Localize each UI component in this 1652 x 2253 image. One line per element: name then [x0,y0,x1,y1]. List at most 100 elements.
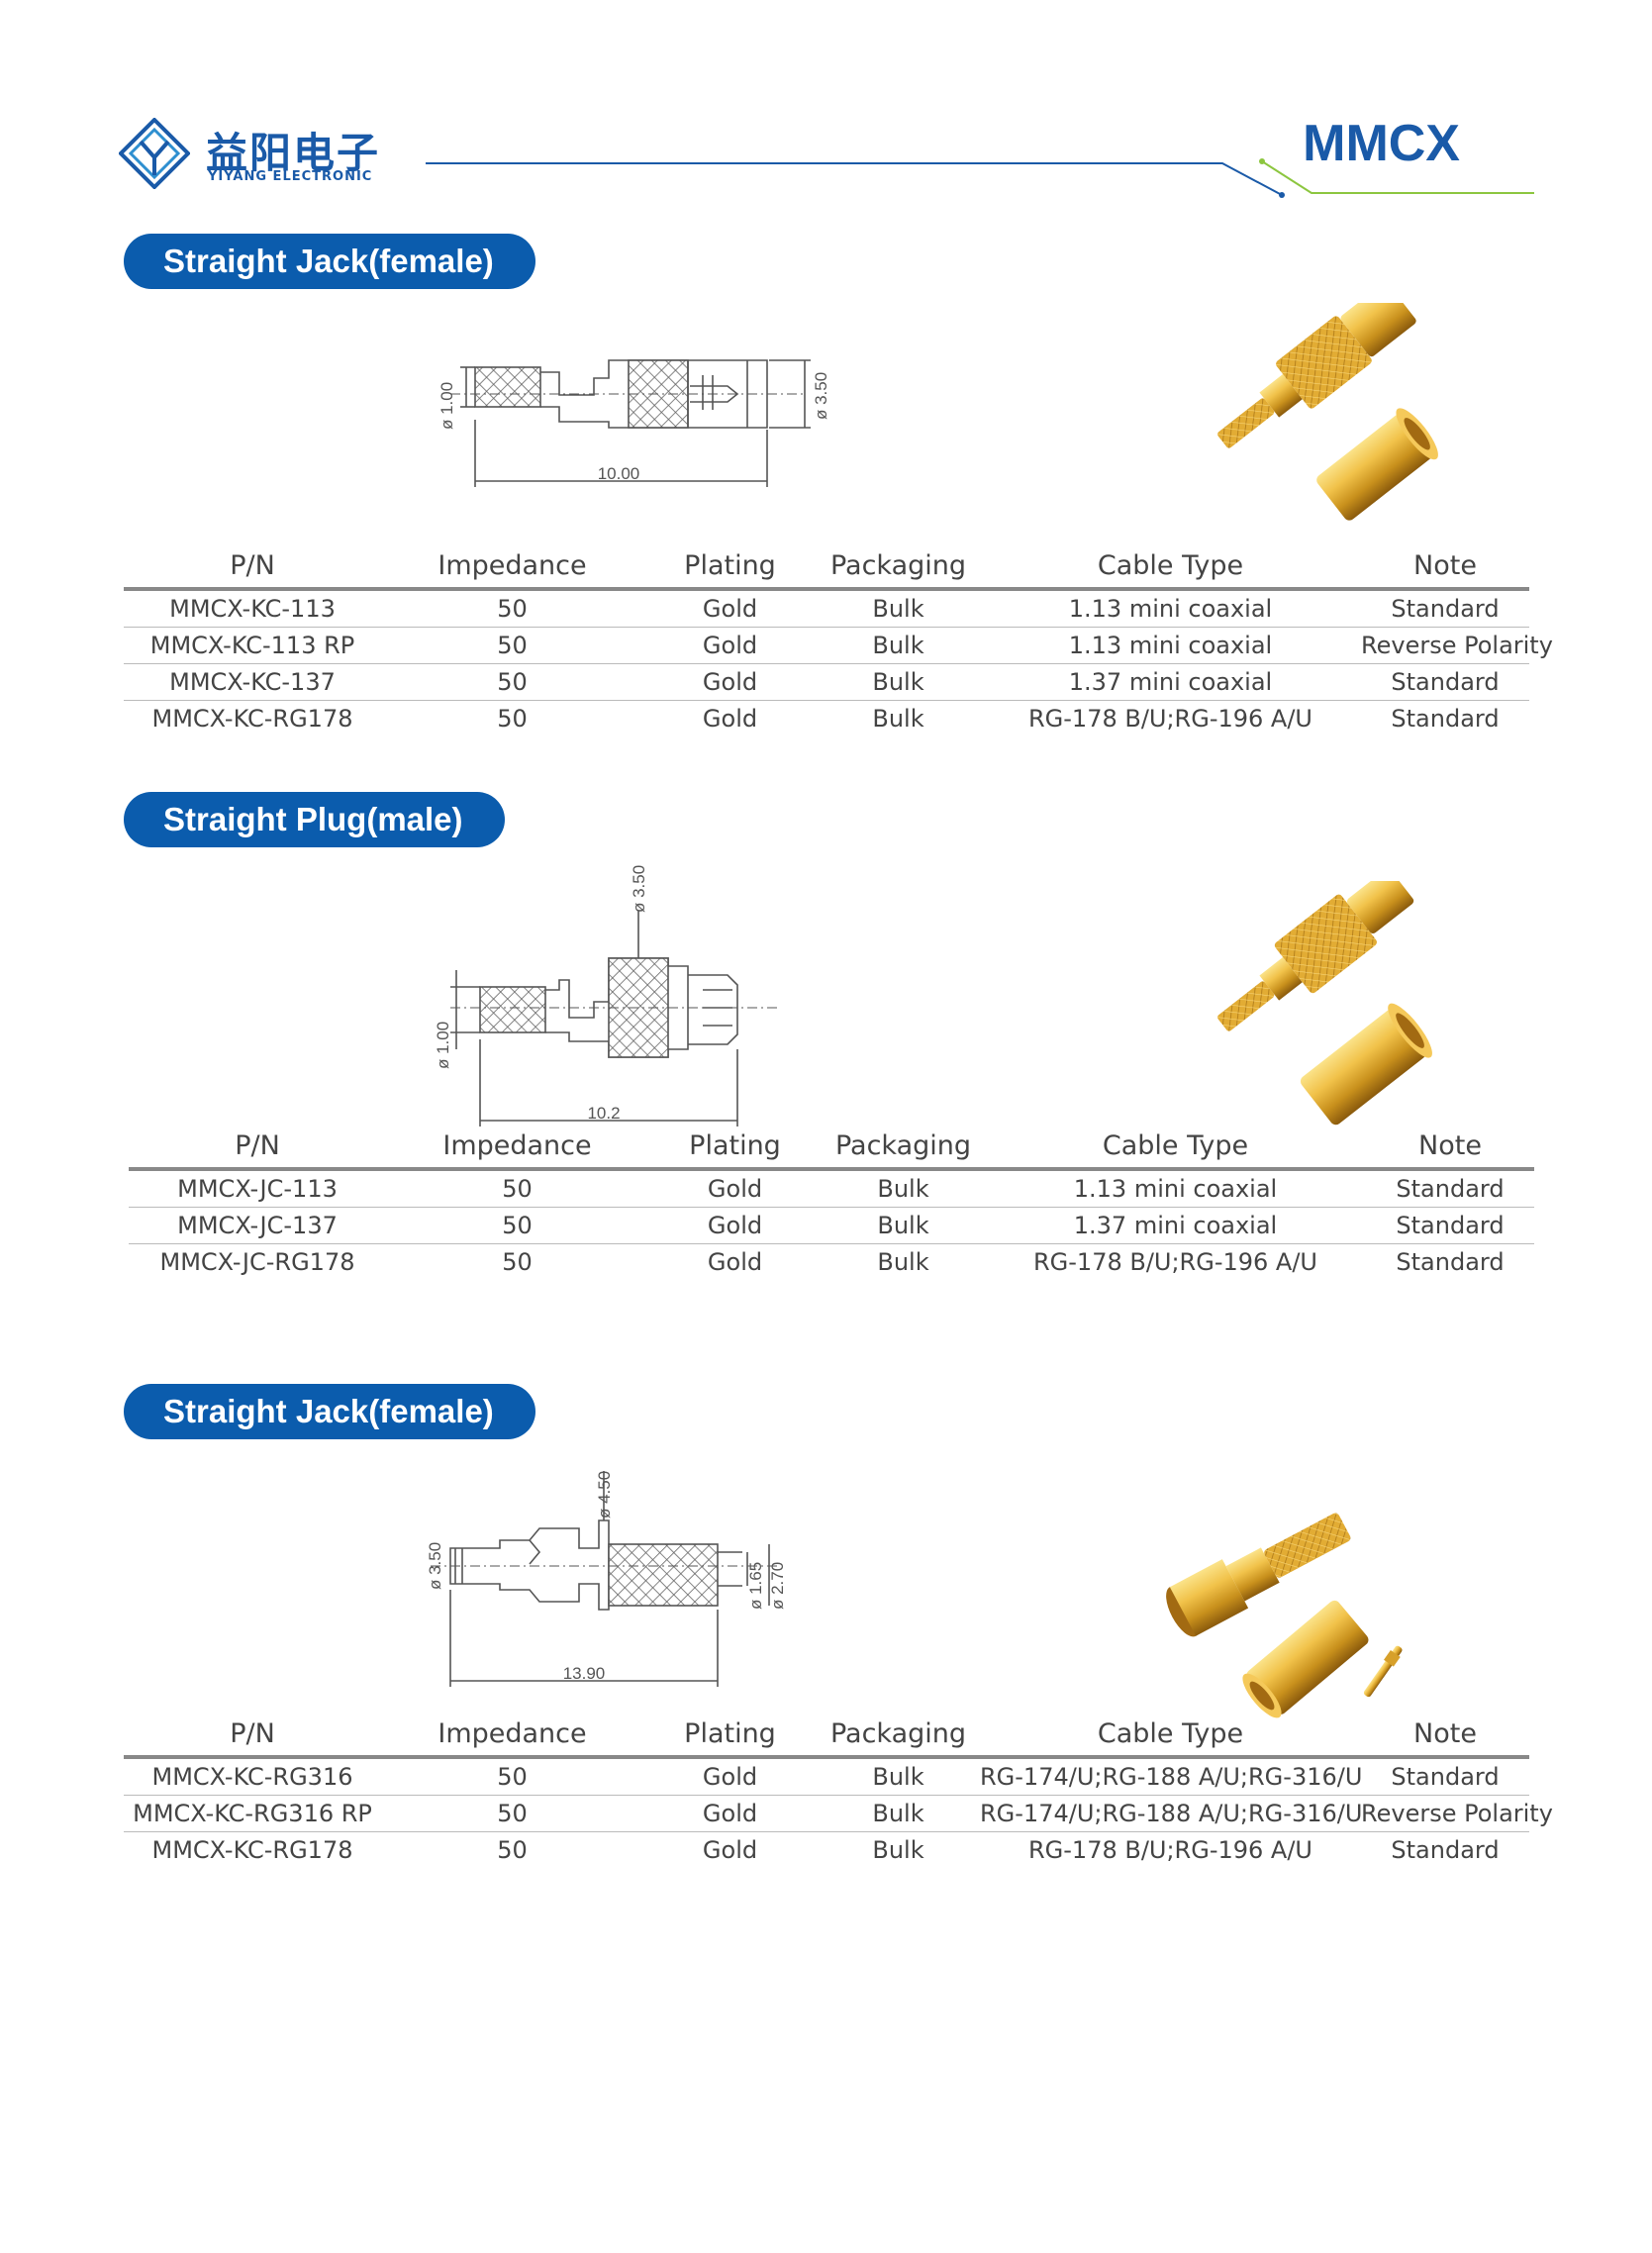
cell-note: Standard [1396,1248,1505,1276]
spec-table: P/N Impedance Plating Packaging Cable Ty… [124,1699,1553,1868]
column-header: Impedance [381,531,643,591]
cell-cable-type: 1.37 mini coaxial [985,1207,1366,1244]
cell-plating: Gold [648,1207,822,1244]
cell-plating: Gold [707,1248,763,1276]
dim-length-label: 10.00 [598,464,640,483]
cell-packaging: Bulk [872,1836,924,1864]
cell-packaging: Bulk [817,1795,980,1832]
cell-plating: Gold [643,589,817,628]
spec-table: P/N Impedance Plating Packaging Cable Ty… [124,531,1553,737]
table-header-row: P/N Impedance Plating Packaging Cable Ty… [124,1699,1529,1759]
column-header: P/N [124,1699,381,1759]
dim-large-diameter-label: ø 3.50 [630,865,648,913]
section-title-badge: Straight Plug(male) [124,792,505,847]
cell-plating: Gold [643,1757,817,1796]
dim-crimp-diameter-label: ø 2.70 [768,1562,787,1610]
cell-impedance: 50 [381,589,643,628]
cell-packaging: Bulk [817,1757,980,1796]
section-straight-plug: Straight Plug(male) 10.2 ø 1.00 ø 3.50 [124,792,1534,1336]
cell-impedance: 50 [381,1757,643,1796]
cell-cable-type: RG-178 B/U;RG-196 A/U [1032,1248,1317,1276]
dim-body-diameter-label: ø 3.50 [426,1542,444,1590]
cell-impedance: 50 [381,627,643,664]
cell-plating: Gold [643,627,817,664]
cell-packaging: Bulk [822,1207,985,1244]
column-header: Note [1366,1111,1534,1171]
cell-cable-type: RG-174/U;RG-188 A/U;RG-316/U [980,1757,1362,1796]
cell-plating: Gold [702,1836,758,1864]
cell-impedance: 50 [502,1248,533,1276]
header-divider-lines [426,158,1534,198]
cell-impedance: 50 [386,1207,648,1244]
table-header-row: P/N Impedance Plating Packaging Cable Ty… [129,1111,1534,1171]
column-header: Impedance [386,1111,648,1171]
column-header: Plating [643,1699,817,1759]
section-straight-jack-1: Straight Jack(female) 10.00 ø 1 [124,234,1553,748]
column-header: Cable Type [980,531,1361,591]
column-header: Impedance [381,1699,643,1759]
cell-note: Standard [1361,1757,1529,1796]
logo-english-text: YIYANG ELECTRONIC [208,169,373,184]
dimension-drawing: 10.00 ø 1.00 ø 3.50 [437,359,830,487]
logo-chinese-text: 益阳电子 [206,129,381,177]
cell-packaging: Bulk [817,589,980,628]
page-code-title: MMCX [1303,115,1460,172]
cell-note: Standard [1391,1836,1500,1864]
cell-part-number: MMCX-KC-RG178 [151,705,353,733]
column-header: Packaging [822,1111,985,1171]
cell-cable-type: 1.13 mini coaxial [985,1169,1366,1208]
column-header: Packaging [817,1699,980,1759]
company-logo: 益阳电子 YIYANG ELECTRONIC [119,114,396,193]
column-header: Cable Type [980,1699,1361,1759]
table-row: MMCX-JC-RG178 50 Gold Bulk RG-178 B/U;RG-196… [129,1244,1534,1281]
cell-note: Standard [1366,1207,1534,1244]
cell-note: Standard [1366,1169,1534,1208]
dim-length-label: 13.90 [563,1664,606,1683]
column-header: Cable Type [985,1111,1366,1171]
cell-part-number: MMCX-KC-113 [124,589,381,628]
column-header: Note [1361,1699,1529,1759]
section-straight-jack-2: Straight Jack(female) 13.90 ø 3.50 ø 4.5… [124,1384,1553,1918]
page-header: 益阳电子 YIYANG ELECTRONIC MMCX [119,114,1534,203]
cell-impedance: 50 [497,1836,528,1864]
cell-impedance: 50 [381,1795,643,1832]
cell-part-number: MMCX-KC-137 [124,663,381,701]
cell-part-number: MMCX-KC-RG316 RP [124,1795,381,1832]
cell-plating: Gold [702,705,758,733]
cell-part-number: MMCX-KC-RG316 [124,1757,381,1796]
cell-packaging: Bulk [822,1169,985,1208]
spec-table: P/N Impedance Plating Packaging Cable Ty… [129,1111,1534,1280]
cell-note: Standard [1361,663,1529,701]
logo-diamond-icon [119,118,190,189]
dim-top-diameter-label: ø 4.50 [595,1471,614,1518]
product-photo [1217,303,1438,521]
cell-cable-type: 1.13 mini coaxial [980,627,1361,664]
cell-note: Standard [1391,705,1500,733]
cell-plating: Gold [643,663,817,701]
cell-cable-type: 1.13 mini coaxial [980,589,1361,628]
section-title-badge: Straight Jack(female) [124,234,535,289]
cell-part-number: MMCX-KC-113 RP [124,627,381,664]
cell-packaging: Bulk [877,1248,929,1276]
cell-impedance: 50 [497,705,528,733]
dim-small-diameter-label: ø 1.00 [437,382,456,430]
cell-cable-type: RG-174/U;RG-188 A/U;RG-316/U [980,1795,1362,1832]
cell-part-number: MMCX-JC-113 [129,1169,386,1208]
cell-packaging: Bulk [817,627,980,664]
cell-part-number: MMCX-JC-RG178 [159,1248,355,1276]
cell-packaging: Bulk [872,705,924,733]
column-header: Packaging [817,531,980,591]
table-header-row: P/N Impedance Plating Packaging Cable Ty… [124,531,1529,591]
cell-cable-type: RG-178 B/U;RG-196 A/U [1027,1836,1312,1864]
cell-impedance: 50 [386,1169,648,1208]
cell-note: Standard [1361,589,1529,628]
dimension-drawing: 13.90 ø 3.50 ø 4.50 ø 1.65 ø 2.70 [426,1471,787,1687]
